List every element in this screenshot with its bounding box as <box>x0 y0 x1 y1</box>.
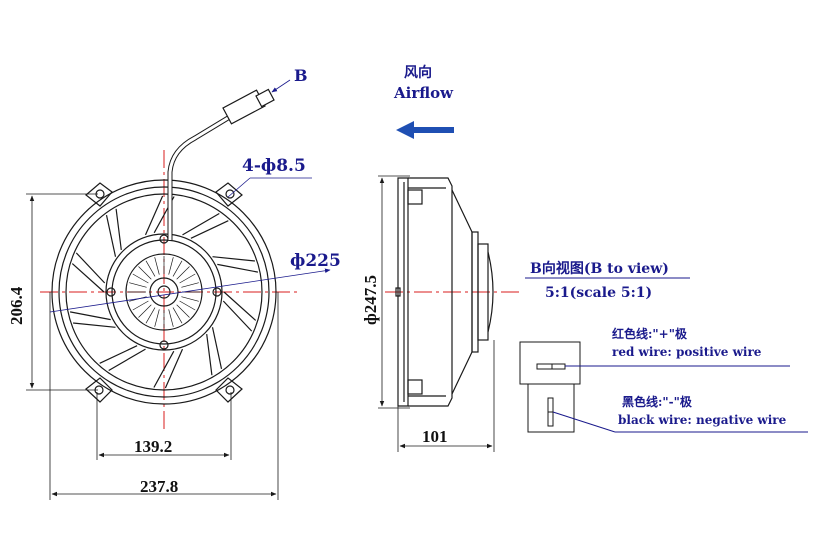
hub-fin <box>176 266 190 280</box>
red-wire-cn: 红色线:"+"极 <box>612 327 687 341</box>
hub-fin <box>168 309 174 327</box>
dim-line-diameter <box>49 268 331 313</box>
mount-hole-br <box>225 385 235 395</box>
side-diameter-label: ф247.5 <box>361 274 380 325</box>
detail-scale: 5:1(scale 5:1) <box>545 285 653 301</box>
airflow-arrow <box>396 121 454 139</box>
front-hole-spacing-label: 139.2 <box>134 437 173 456</box>
side-dimensions <box>378 175 495 452</box>
mount-lug-tl <box>85 182 113 207</box>
side-depth-label: 101 <box>422 427 448 446</box>
connector-label: B <box>294 66 308 85</box>
detail-connector-bottom <box>527 384 575 433</box>
motor-hub-ring <box>111 239 217 345</box>
hub-fin <box>179 273 196 284</box>
hub-bolt-right <box>212 287 222 297</box>
hub-fin <box>138 266 152 280</box>
detail-pin-positive <box>536 363 566 370</box>
side-view <box>385 177 520 407</box>
hub-fin <box>138 304 152 318</box>
airflow-label-en: Airflow <box>394 84 454 102</box>
shroud-outer <box>51 179 277 405</box>
fan-blade <box>71 252 106 293</box>
mount-hole-tr <box>225 189 235 199</box>
motor-hub-core <box>157 285 171 299</box>
airflow-label-cn: 风向 <box>404 65 432 81</box>
connector-tip <box>255 88 275 108</box>
fan-blade <box>153 348 184 389</box>
hub-fin <box>145 307 156 324</box>
connector-leader <box>271 79 291 93</box>
hub-fin <box>172 260 183 277</box>
hub-fin <box>132 273 149 284</box>
black-wire-cn: 黑色线:"-"极 <box>622 395 692 409</box>
hub-fin <box>168 257 174 275</box>
motor-hub-mid <box>125 253 203 331</box>
detail-view <box>519 277 808 433</box>
hub-fin <box>132 300 149 311</box>
detail-title: B向视图(B to view) <box>530 261 669 277</box>
shroud-ring <box>65 193 263 391</box>
front-view <box>40 88 300 430</box>
hub-fin <box>129 282 147 288</box>
fan-blades <box>69 195 259 389</box>
front-diameter-label: ф225 <box>290 251 341 271</box>
fan-blade <box>99 345 146 372</box>
motor-hub-center <box>149 277 179 307</box>
hub-fin <box>181 296 199 302</box>
hole-leader <box>227 177 251 198</box>
detail-connector-top <box>519 341 581 385</box>
motor-hub-outer <box>105 233 223 351</box>
front-width-label: 237.8 <box>140 477 179 496</box>
red-wire-en: red wire: positive wire <box>612 345 762 359</box>
hub-fin <box>145 260 156 277</box>
shroud-inner <box>58 186 270 398</box>
hub-fin <box>176 304 190 318</box>
fan-blade <box>105 208 122 257</box>
mount-lug-bl <box>85 377 113 403</box>
hub-fin <box>179 300 196 311</box>
fan-blade <box>182 212 229 239</box>
front-height-label: 206.4 <box>7 286 26 325</box>
hub-fin <box>154 257 160 275</box>
mount-lug-br <box>215 377 243 403</box>
hub-fin <box>154 309 160 327</box>
fan-blade <box>212 256 259 273</box>
hub-fin <box>172 307 183 324</box>
fan-blade <box>206 327 223 376</box>
mount-lug-tr <box>215 182 243 207</box>
black-wire-en: black wire: negative wire <box>618 413 787 427</box>
hub-fin <box>181 282 199 288</box>
hub-bolt-left <box>106 287 116 297</box>
fan-blade <box>222 291 257 332</box>
cable-inner <box>168 116 229 240</box>
fan-blade <box>69 311 116 328</box>
black-wire-leader <box>552 411 616 433</box>
hub-bolt-bottom <box>159 340 169 350</box>
front-dimensions <box>26 79 331 500</box>
hole-callout: 4-ф8.5 <box>242 156 306 176</box>
